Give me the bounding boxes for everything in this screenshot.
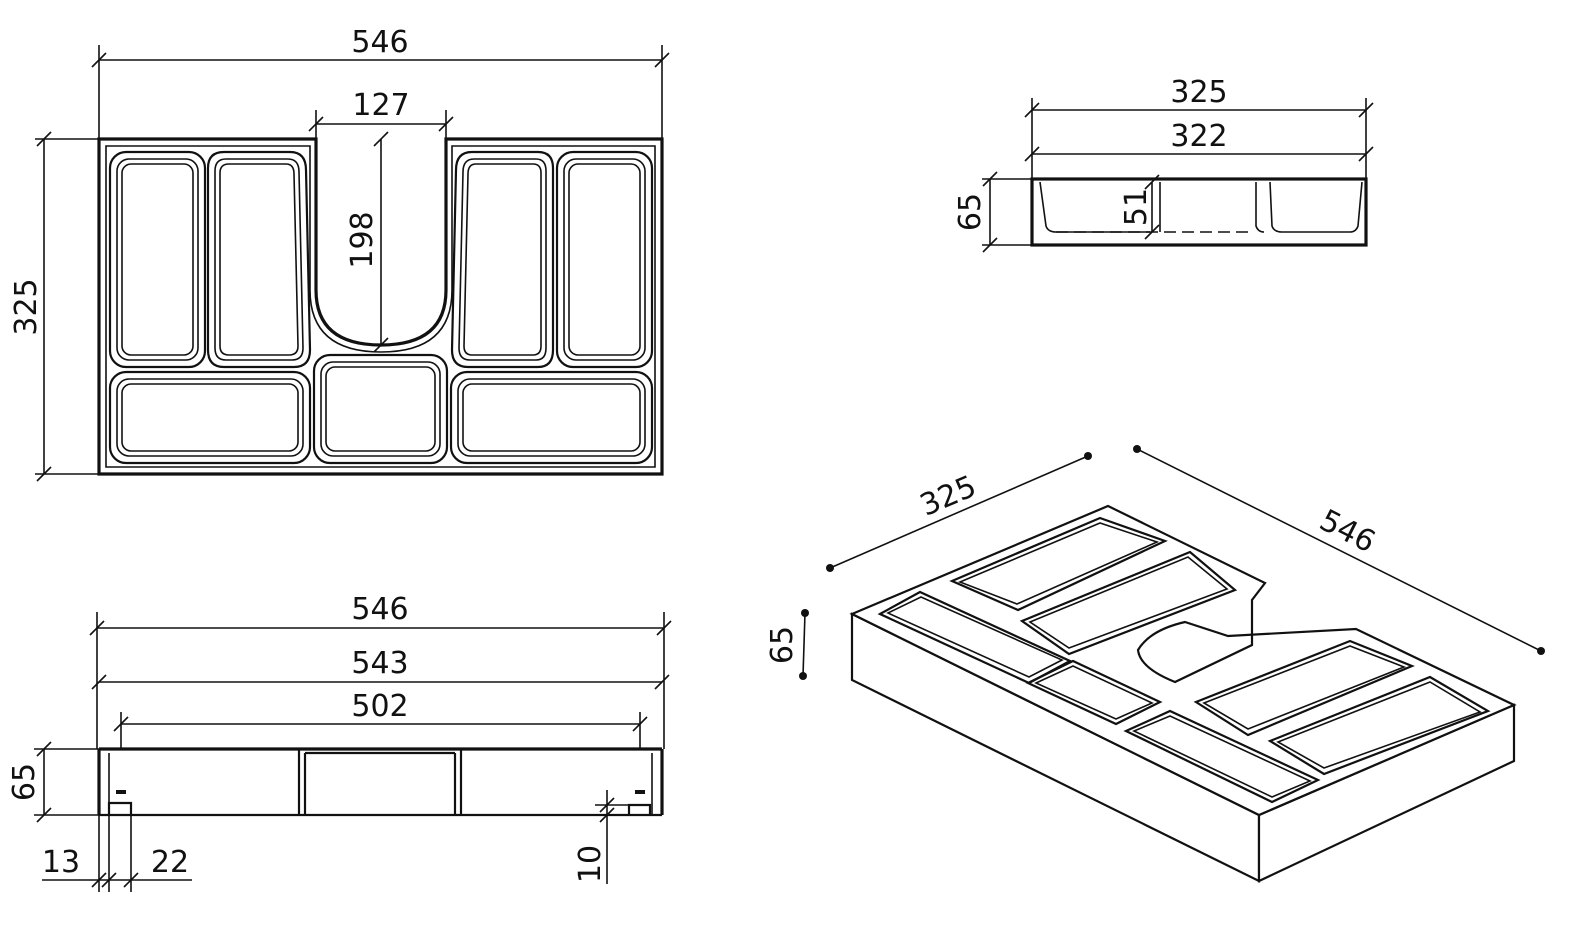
notch-depth-label: 198 [345, 211, 380, 268]
front-width-502-label: 502 [351, 689, 408, 724]
dim-front-13-22: 13 22 [42, 815, 192, 892]
top-depth-label: 325 [9, 278, 44, 335]
front-offset-label: 13 [42, 845, 80, 880]
front-width-546-label: 546 [351, 592, 408, 627]
side-view: 325 322 65 51 [953, 75, 1374, 253]
dim-notch-depth: 198 [345, 131, 389, 353]
iso-view: 325 546 65 [765, 445, 1545, 883]
front-width-543-label: 543 [351, 646, 408, 681]
side-height-label: 65 [953, 193, 988, 231]
right-mark [635, 790, 645, 794]
dim-front-height: 65 [7, 741, 99, 823]
iso-top [849, 504, 1517, 817]
side-inner-height-label: 51 [1119, 188, 1154, 226]
front-height-label: 65 [7, 763, 42, 801]
front-slot-width-label: 22 [151, 845, 189, 880]
side-overall-label: 325 [1170, 75, 1227, 110]
dim-iso-65: 65 [765, 609, 809, 680]
side-inner-label: 322 [1170, 119, 1227, 154]
right-slot [627, 803, 652, 815]
left-slot [107, 801, 133, 815]
notch-width-label: 127 [352, 88, 409, 123]
front-slot-height-label: 10 [573, 845, 608, 883]
dim-side-overall: 325 [1024, 75, 1374, 179]
iso-width-label: 546 [1314, 503, 1381, 560]
front-view: 546 543 502 65 [7, 592, 672, 892]
left-mark [116, 790, 126, 794]
iso-height-label: 65 [765, 626, 800, 664]
dim-front-502: 502 [113, 689, 648, 749]
dim-side-inner-height: 51 [1119, 174, 1160, 240]
dim-front-546: 546 [89, 592, 672, 749]
top-width-label: 546 [351, 25, 408, 60]
tray-outline [97, 137, 664, 476]
dim-front-543: 543 [91, 646, 670, 690]
dim-top-width: 546 [91, 25, 670, 139]
dim-top-depth: 325 [9, 131, 99, 482]
compartments [108, 150, 654, 465]
iso-depth-label: 325 [915, 469, 981, 524]
dim-front-10: 10 [573, 790, 629, 884]
tray-inner-rim [105, 145, 656, 468]
dim-side-inner: 322 [1024, 119, 1374, 162]
dim-side-height: 65 [953, 171, 1032, 253]
top-view: 546 127 198 325 [9, 25, 670, 482]
dim-notch-width: 127 [308, 88, 454, 139]
iso-compartments [877, 516, 1491, 804]
